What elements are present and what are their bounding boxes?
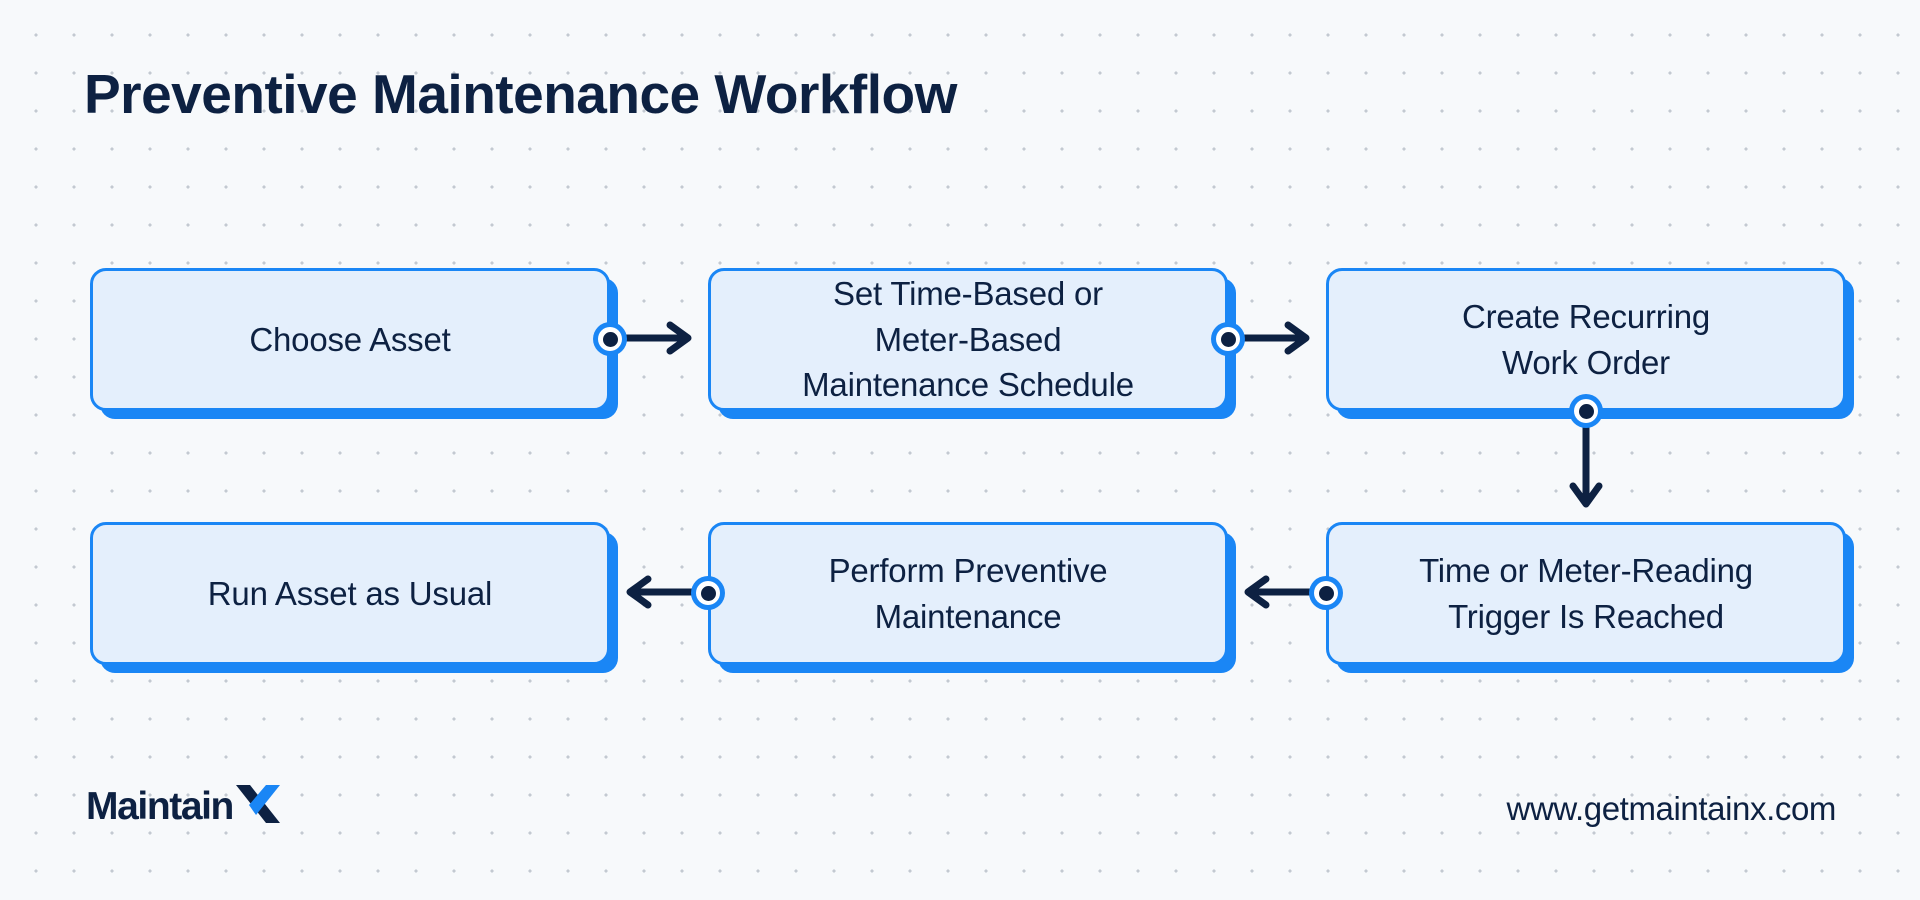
flow-node-perform-maintenance[interactable]: Perform Preventive Maintenance: [708, 522, 1228, 665]
page-title: Preventive Maintenance Workflow: [84, 63, 957, 125]
flow-node-set-schedule[interactable]: Set Time-Based or Meter-Based Maintenanc…: [708, 268, 1228, 411]
flow-node-trigger-reached[interactable]: Time or Meter-Reading Trigger Is Reached: [1326, 522, 1846, 665]
flow-node-create-work-order[interactable]: Create Recurring Work Order: [1326, 268, 1846, 411]
flow-node-label: Perform Preventive Maintenance: [828, 551, 1108, 635]
flow-node-label: Set Time-Based or Meter-Based Maintenanc…: [802, 275, 1134, 404]
logo-wordmark: Maintain: [86, 784, 234, 828]
footer-url: www.getmaintainx.com: [1506, 790, 1837, 827]
flow-node-label: Create Recurring Work Order: [1461, 297, 1711, 381]
maintainx-logo: Maintain: [86, 784, 280, 828]
connector-port-work-order-bottom[interactable]: [1569, 394, 1603, 428]
logo-x-icon: [235, 784, 280, 828]
flow-node-label: Choose Asset: [249, 320, 451, 358]
flow-node-run-asset[interactable]: Run Asset as Usual: [90, 522, 610, 665]
flow-node-choose-asset[interactable]: Choose Asset: [90, 268, 610, 411]
flow-node-label: Run Asset as Usual: [207, 574, 493, 612]
connector-port-trigger-left[interactable]: [1309, 576, 1343, 610]
connector-port-schedule-right[interactable]: [1211, 322, 1245, 356]
connector-port-perform-left[interactable]: [691, 576, 725, 610]
connector-port-choose-asset-right[interactable]: [593, 322, 627, 356]
flow-node-label: Time or Meter-Reading Trigger Is Reached: [1419, 551, 1753, 635]
